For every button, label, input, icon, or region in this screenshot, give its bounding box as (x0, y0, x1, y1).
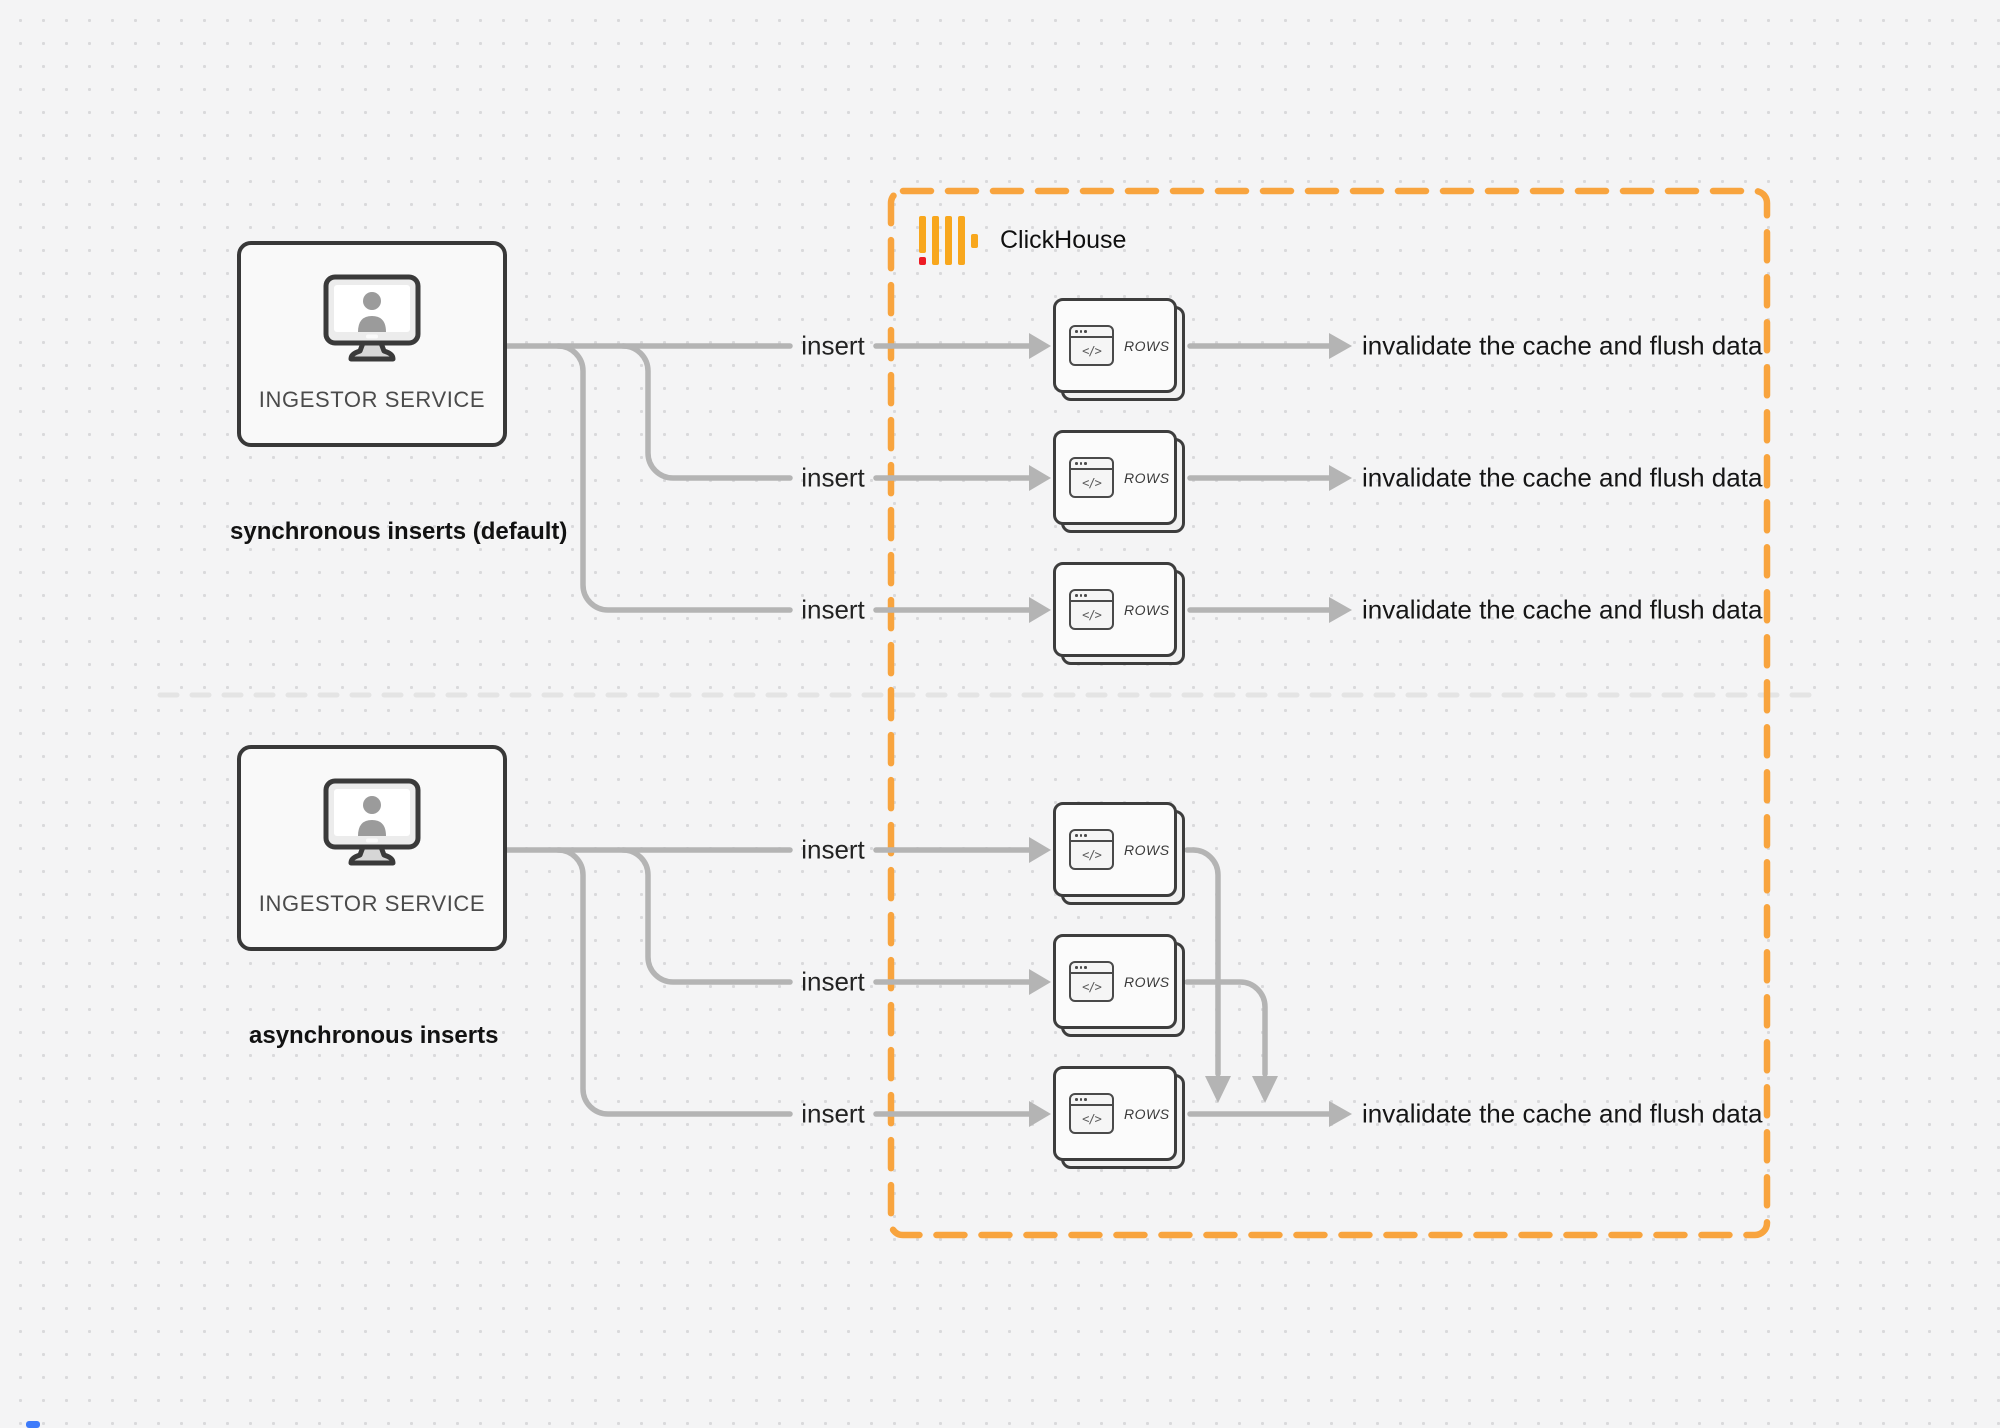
cut-off-blue-element (26, 1421, 40, 1428)
clickhouse-wordmark: ClickHouse (1000, 226, 1127, 254)
code-window-icon: </> (1069, 961, 1114, 1002)
rows-card-front: </> ROWS (1053, 934, 1177, 1029)
result-label: invalidate the cache and flush data (1362, 330, 1763, 361)
insert-label: insert (801, 330, 865, 361)
ingestor-service-label: INGESTOR SERVICE (258, 891, 486, 916)
rows-label: ROWS (1124, 841, 1170, 858)
ingestor-service-box-sync: INGESTOR SERVICE (237, 241, 507, 447)
insert-label: insert (801, 462, 865, 493)
result-label: invalidate the cache and flush data (1362, 1098, 1763, 1129)
clickhouse-logo: ClickHouse (919, 216, 1126, 265)
rows-node: </> ROWS (1053, 802, 1185, 906)
clickhouse-bars-icon (919, 216, 978, 265)
ingestor-service-box-async: INGESTOR SERVICE (237, 745, 507, 951)
monitor-user-icon (322, 273, 422, 370)
monitor-user-icon (322, 777, 422, 874)
insert-label: insert (801, 594, 865, 625)
rows-card-front: </> ROWS (1053, 802, 1177, 897)
insert-label: insert (801, 1098, 865, 1129)
insert-label: insert (801, 966, 865, 997)
rows-node: </> ROWS (1053, 934, 1185, 1038)
rows-card-front: </> ROWS (1053, 298, 1177, 393)
insert-label: insert (801, 834, 865, 865)
rows-label: ROWS (1124, 337, 1170, 354)
rows-node: </> ROWS (1053, 562, 1185, 666)
rows-label: ROWS (1124, 601, 1170, 618)
ingestor-service-label: INGESTOR SERVICE (258, 387, 486, 412)
result-label: invalidate the cache and flush data (1362, 462, 1763, 493)
rows-label: ROWS (1124, 973, 1170, 990)
code-window-icon: </> (1069, 457, 1114, 498)
code-window-icon: </> (1069, 1093, 1114, 1134)
rows-card-front: </> ROWS (1053, 1066, 1177, 1161)
connector-lines (504, 343, 1332, 1117)
clickhouse-red-dot (919, 257, 926, 265)
sync-section-label: synchronous inserts (default) (230, 518, 568, 545)
code-window-icon: </> (1069, 829, 1114, 870)
result-label: invalidate the cache and flush data (1362, 594, 1763, 625)
rows-node: </> ROWS (1053, 1066, 1185, 1170)
rows-card-front: </> ROWS (1053, 562, 1177, 657)
rows-node: </> ROWS (1053, 298, 1185, 402)
rows-label: ROWS (1124, 469, 1170, 486)
rows-label: ROWS (1124, 1105, 1170, 1122)
rows-card-front: </> ROWS (1053, 430, 1177, 525)
code-window-icon: </> (1069, 325, 1114, 366)
code-window-icon: </> (1069, 589, 1114, 630)
async-section-label: asynchronous inserts (249, 1022, 499, 1049)
rows-node: </> ROWS (1053, 430, 1185, 534)
